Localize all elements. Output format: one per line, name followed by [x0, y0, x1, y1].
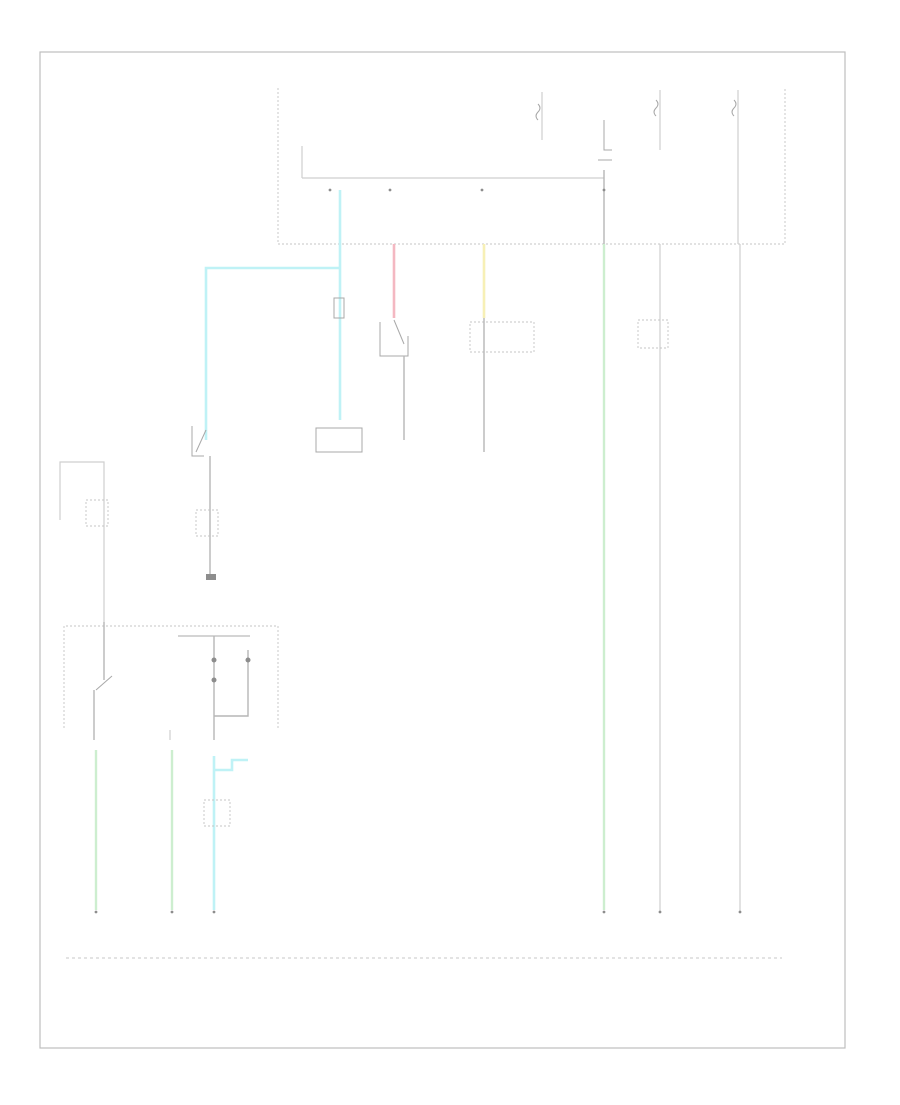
pin-end-5	[658, 910, 662, 914]
bus-pin-4	[602, 188, 606, 192]
diagram-frame	[39, 51, 846, 1049]
brake-switch-contact	[393, 319, 405, 345]
relay-box-dashed	[469, 321, 535, 353]
pin-end-2	[170, 910, 174, 914]
combo-node-1	[211, 657, 217, 663]
cyan-lower-branch	[214, 758, 248, 772]
red-wire-group	[379, 244, 409, 440]
top-relay	[598, 120, 612, 244]
fuse-3-icon	[731, 99, 737, 117]
cyan-left-branch	[204, 266, 340, 418]
fuse-2-icon	[653, 99, 659, 117]
fuse-1-icon	[535, 103, 541, 121]
clutch-switch-contact	[195, 429, 207, 453]
yellow-wire-group	[469, 244, 535, 452]
brake-switch-body	[379, 322, 409, 357]
underhood-fuse-box	[277, 88, 786, 245]
diode-icon	[333, 297, 345, 319]
set-switch-contact	[95, 675, 113, 691]
combo-node-2	[245, 657, 251, 663]
splice-point	[206, 574, 216, 580]
combination-internals	[93, 622, 251, 740]
bus-pin-2	[388, 188, 392, 192]
connector-box-left-2	[195, 509, 219, 537]
fuse-column-1	[535, 92, 543, 140]
pin-end-6	[738, 910, 742, 914]
clutch-switch-group	[191, 426, 219, 580]
left-stub-group	[59, 461, 109, 622]
bus-pin-3	[480, 188, 484, 192]
pin-end-1	[94, 910, 98, 914]
bus-pin-1	[328, 188, 332, 192]
combo-node-3	[211, 677, 217, 683]
combo-loop	[214, 650, 249, 717]
pin-end-4	[602, 910, 606, 914]
fuse-column-3	[731, 90, 739, 244]
connector-box-left-1	[85, 499, 109, 527]
connector-box-bottom	[203, 799, 231, 827]
connector-box-right	[637, 319, 669, 349]
relay-contact	[603, 120, 612, 151]
combination-switch-box	[63, 625, 279, 728]
clutch-switch-body	[191, 426, 204, 457]
left-stub-wire	[59, 461, 105, 622]
cruise-control-unit	[315, 427, 363, 453]
pin-end-3	[212, 910, 216, 914]
fuse-column-2	[653, 90, 661, 150]
cyan-wire-upper	[204, 190, 342, 440]
